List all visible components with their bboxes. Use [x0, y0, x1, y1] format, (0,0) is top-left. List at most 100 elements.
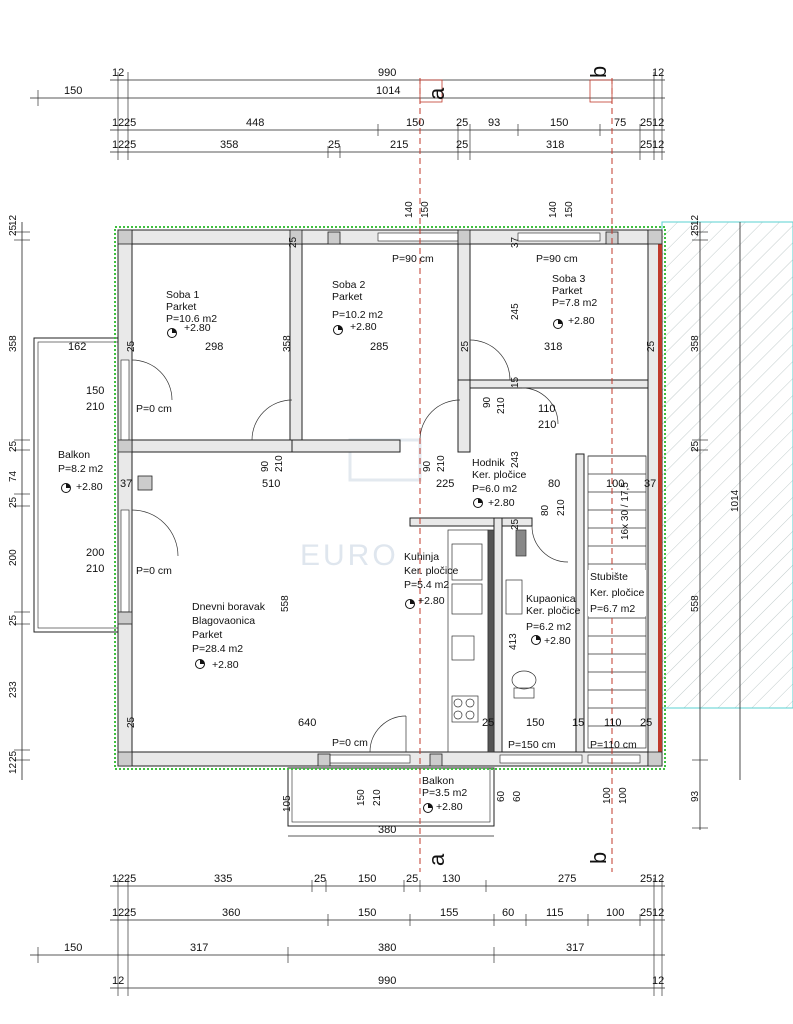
left-dim-1: 12: [8, 214, 19, 226]
left-dim-6: 200: [8, 549, 19, 566]
dim-640: 640: [298, 717, 316, 729]
dim-stairs: 16x 30 / 17,5: [620, 482, 631, 540]
dim-150a: 150: [420, 201, 431, 218]
top-dim-r4-7: 25: [640, 139, 652, 151]
room-area: P=5.4 m2: [404, 579, 449, 591]
bottom-dimension-lines: 12 25 335 25 150 25 130 275 25 12 12 25 …: [30, 873, 665, 996]
dim-60b: 60: [512, 790, 523, 802]
dim-w200: 200: [86, 547, 104, 559]
room-floor: Parket: [332, 291, 362, 303]
opening-p90-soba3: P=90 cm: [536, 253, 578, 265]
bottom-dim-r3-0: 150: [64, 942, 82, 954]
opening-p110: P=110 cm: [590, 739, 637, 751]
hatched-neighbour-area: [661, 221, 793, 709]
section-lines: [419, 78, 613, 872]
insulation-outline: [114, 226, 666, 770]
top-dim-r4-8: 12: [652, 139, 664, 151]
room-level: +2.80: [184, 322, 211, 334]
dim-243: 243: [510, 451, 521, 468]
dim-60a: 60: [496, 790, 507, 802]
bottom-dim-r1-0: 12: [112, 873, 124, 885]
room-name: Soba 2: [332, 279, 365, 291]
room-level: +2.80: [436, 801, 463, 813]
right-dimension-lines: 25 12 358 25 558 93 1014: [690, 214, 741, 830]
room-kuhinja: Kuhinja Ker. pločice P=5.4 m2 +2.80: [404, 551, 458, 609]
bottom-dim-r3-3: 317: [566, 942, 584, 954]
right-dim-6: 1014: [730, 489, 741, 512]
dim-25d: 25: [646, 340, 657, 352]
bottom-dim-r4-1: 990: [378, 975, 396, 987]
right-dim-1: 12: [690, 214, 701, 226]
right-dim-4: 558: [690, 595, 701, 612]
dim-298: 298: [205, 341, 223, 353]
dim-285: 285: [370, 341, 388, 353]
room-area: P=10.6 m2: [166, 313, 217, 325]
opening-p0-boravak: P=0 cm: [136, 565, 172, 577]
bottom-dim-r2-7: 100: [606, 907, 624, 919]
bottom-dim-r1-6: 130: [442, 873, 460, 885]
bottom-dim-r3-2: 380: [378, 942, 396, 954]
dim-140b: 140: [548, 201, 559, 218]
bottom-dim-r2-6: 115: [546, 907, 564, 919]
room-soba-2: Soba 2 Parket P=10.2 m2 +2.80: [332, 279, 383, 335]
room-soba-1: Soba 1 Parket P=10.6 m2 +2.80: [166, 289, 217, 338]
bathroom-fixtures: [505, 529, 537, 699]
bottom-dim-r2-3: 150: [358, 907, 376, 919]
room-name: Dnevni boravak: [192, 601, 266, 613]
bottom-dim-r1-9: 12: [652, 873, 664, 885]
room-labels: Soba 1 Parket P=10.6 m2 +2.80 Soba 2 Par…: [58, 273, 646, 813]
dim-h210a: 210: [86, 401, 104, 413]
dim-h210b: 210: [86, 563, 104, 575]
room-level: +2.80: [350, 321, 377, 333]
dim-h210h: 210: [372, 789, 383, 806]
top-dim-r3-3: 150: [406, 117, 424, 129]
dim-80a: 80: [548, 478, 560, 490]
top-dim-r3-7: 75: [614, 117, 626, 129]
bottom-dim-r1-2: 335: [214, 873, 232, 885]
dim-25c: 25: [460, 340, 471, 352]
walls: [117, 229, 663, 767]
room-area: P=6.7 m2: [590, 603, 635, 615]
dim-150b: 150: [564, 201, 575, 218]
dim-15b: 15: [572, 717, 584, 729]
dim-162: 162: [68, 341, 86, 353]
bottom-dim-r2-0: 12: [112, 907, 124, 919]
axis-a-top: a: [424, 87, 449, 100]
dim-h210e: 210: [496, 397, 507, 414]
top-dim-r4-0: 12: [112, 139, 124, 151]
dim-25b: 25: [126, 340, 137, 352]
top-dim-r4-3: 25: [328, 139, 340, 151]
top-dim-r2-0: 150: [64, 85, 82, 97]
room-area: P=28.4 m2: [192, 643, 243, 655]
left-dim-9: 25: [8, 750, 19, 762]
axis-a-bottom: a: [424, 853, 449, 866]
bottom-dim-r1-1: 25: [124, 873, 136, 885]
bottom-dim-r1-8: 25: [640, 873, 652, 885]
room-name: Balkon: [422, 775, 454, 787]
opening-p150: P=150 cm: [508, 739, 556, 751]
top-dim-r3-2: 448: [246, 117, 264, 129]
dim-h210d: 210: [436, 455, 447, 472]
dim-225: 225: [436, 478, 454, 490]
bottom-dim-r2-2: 360: [222, 907, 240, 919]
left-dim-7: 25: [8, 614, 19, 626]
left-dim-4: 74: [8, 470, 19, 482]
top-dim-r4-4: 215: [390, 139, 408, 151]
room-level: +2.80: [76, 481, 103, 493]
top-dim-r2-1: 1014: [376, 85, 400, 97]
dim-37a: 37: [510, 236, 521, 248]
bottom-dim-r2-5: 60: [502, 907, 514, 919]
dim-w90b: 90: [422, 460, 433, 472]
dim-100a: 100: [606, 478, 624, 490]
left-dim-0: 25: [8, 224, 19, 236]
left-dim-2: 358: [8, 335, 19, 352]
dim-h210g: 210: [556, 499, 567, 516]
room-level: +2.80: [568, 315, 595, 327]
bottom-dim-r2-8: 25: [640, 907, 652, 919]
room-name: Hodnik: [472, 457, 505, 469]
dim-h210f: 210: [538, 419, 556, 431]
right-dim-5: 93: [690, 790, 701, 802]
left-dim-8: 233: [8, 681, 19, 698]
dim-25f: 25: [126, 716, 137, 728]
top-dim-r3-4: 25: [456, 117, 468, 129]
